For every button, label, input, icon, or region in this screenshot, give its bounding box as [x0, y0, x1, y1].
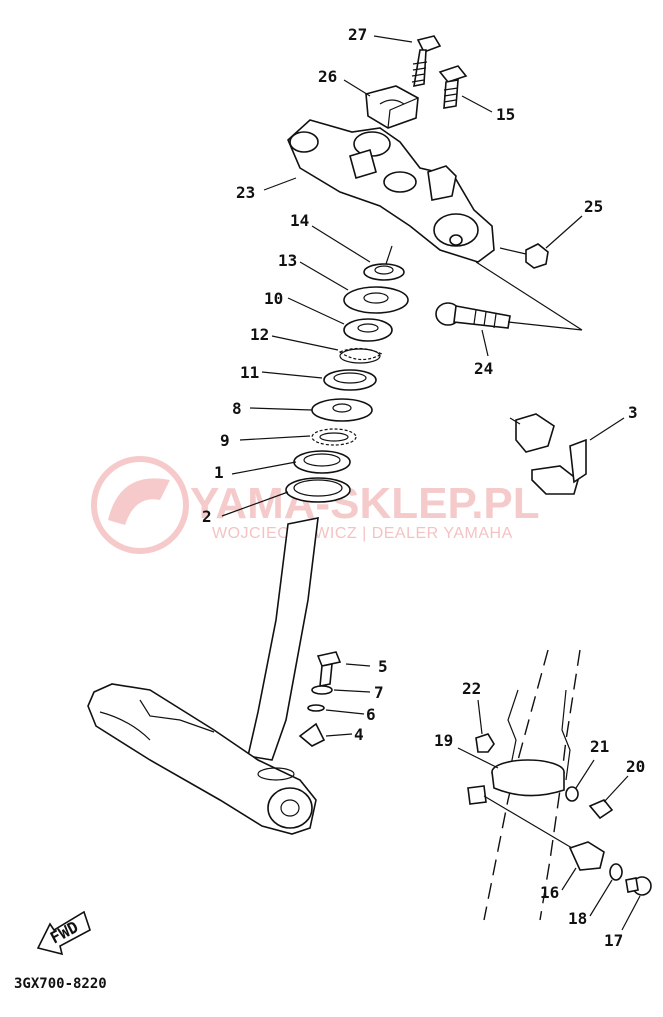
- callout-1: 1: [214, 463, 224, 482]
- callout-3: 3: [628, 403, 638, 422]
- callout-10: 10: [264, 289, 283, 308]
- callout-9: 9: [220, 431, 230, 450]
- callout-25: 25: [584, 197, 603, 216]
- part-12-ball-bearing: [338, 347, 384, 364]
- callout-labels: 27 26 15 23 25 14 13 10 12 24 11 8 3 9 1…: [202, 25, 645, 950]
- part-13-washer: [343, 286, 409, 314]
- part-16-holder: [568, 841, 605, 871]
- part-10-cover: [343, 318, 393, 342]
- callout-15: 15: [496, 105, 515, 124]
- part-18-washer: [609, 863, 623, 881]
- part-14-ring-nut: [363, 245, 405, 281]
- callout-14: 14: [290, 211, 309, 230]
- leader-lines: [221, 35, 641, 931]
- part-11-race: [323, 369, 377, 391]
- part-5-bolt: [316, 651, 342, 687]
- part-22-nut: [475, 733, 495, 753]
- callout-5: 5: [378, 657, 388, 676]
- part-3-bracket: [509, 413, 587, 495]
- callout-11: 11: [240, 363, 259, 382]
- clamp-leader: [483, 795, 573, 849]
- steering-stem: [87, 516, 319, 835]
- part-15-bolt: [438, 65, 468, 109]
- part-7-washer: [311, 685, 333, 695]
- callout-23: 23: [236, 183, 255, 202]
- callout-17: 17: [604, 931, 623, 950]
- callout-13: 13: [278, 251, 297, 270]
- part-27-bolt: [411, 35, 442, 88]
- part-6-washer: [307, 704, 325, 712]
- part-8-race: [311, 398, 373, 422]
- part-17-screw: [625, 876, 652, 896]
- watermark-subtitle: WOJCIECHOWICZ | DEALER YAMAHA: [212, 525, 513, 542]
- part-19-clamp: [467, 759, 565, 805]
- part-4-stopper: [298, 722, 326, 747]
- watermark-logo-mark: [108, 478, 170, 525]
- part-1-race: [293, 450, 351, 474]
- part-24-pinch-bolt: [435, 261, 583, 331]
- part-2-seal: [285, 477, 351, 503]
- callout-4: 4: [354, 725, 364, 744]
- callout-21: 21: [590, 737, 609, 756]
- fork-tube: [483, 649, 581, 921]
- part-9-ball-bearing: [311, 428, 357, 446]
- callout-20: 20: [626, 757, 645, 776]
- part-23-upper-bracket: [287, 119, 495, 263]
- callout-27: 27: [348, 25, 367, 44]
- callout-19: 19: [434, 731, 453, 750]
- part-26-handlebar-holder: [365, 85, 419, 129]
- diagram-code: 3GX700-8220: [14, 976, 107, 992]
- callout-2: 2: [202, 507, 212, 526]
- callout-7: 7: [374, 683, 384, 702]
- watermark-logo-ring: [91, 456, 189, 554]
- callout-8: 8: [232, 399, 242, 418]
- callout-24: 24: [474, 359, 493, 378]
- watermark-brand: YAMA-SKLEP.PL: [190, 479, 540, 528]
- callout-12: 12: [250, 325, 269, 344]
- callout-22: 22: [462, 679, 481, 698]
- callout-18: 18: [568, 909, 587, 928]
- callout-16: 16: [540, 883, 559, 902]
- fwd-arrow: FWD: [36, 910, 91, 956]
- part-25-nut: [499, 243, 549, 269]
- callout-26: 26: [318, 67, 337, 86]
- part-20-bolt: [588, 799, 614, 820]
- callout-6: 6: [366, 705, 376, 724]
- part-21-washer: [565, 786, 579, 802]
